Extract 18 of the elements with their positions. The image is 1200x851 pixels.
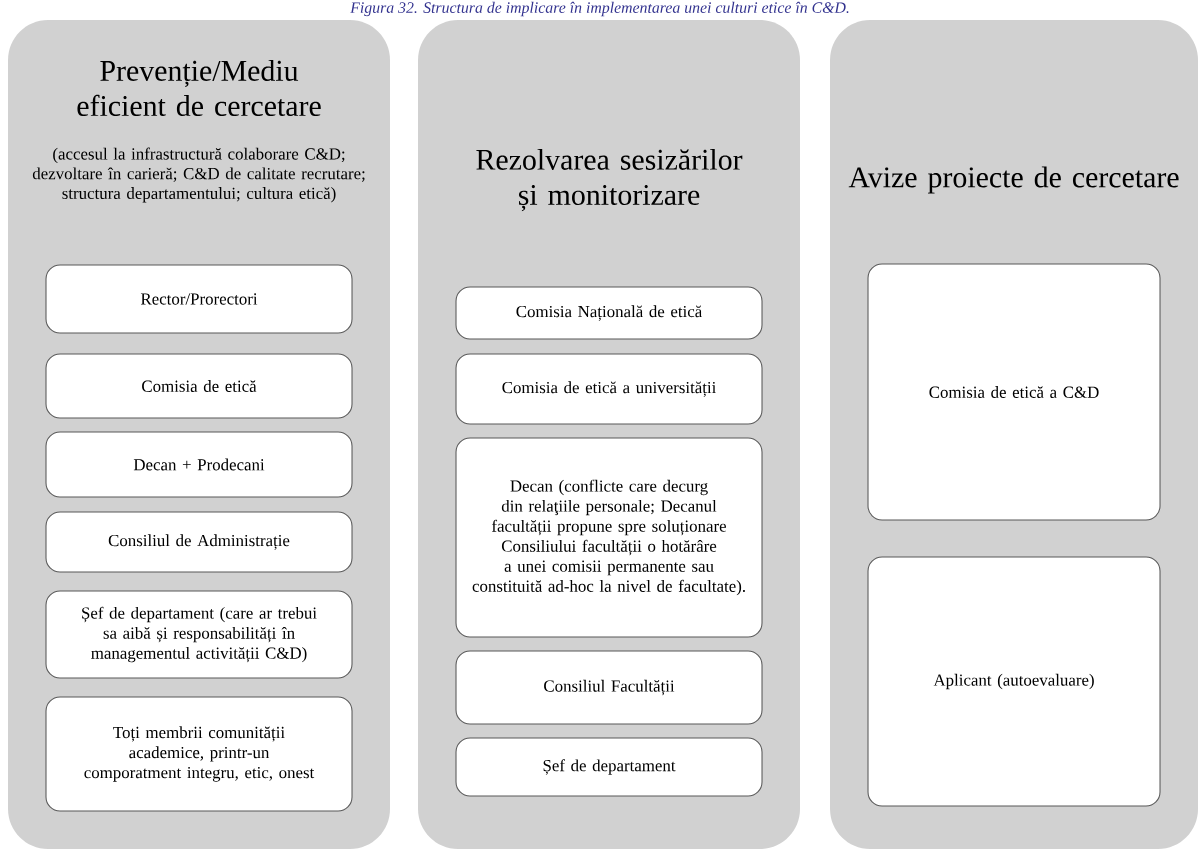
role-box: Comisia de etică	[45, 353, 353, 419]
role-box: Consiliul de Administrație	[45, 511, 353, 573]
column-heading: Prevenție/Mediu eficient de cercetare	[77, 59, 321, 117]
role-box: Comisia de etică a universității	[455, 353, 763, 425]
role-box: Rector/Prorectori	[45, 264, 353, 334]
role-box: Șef de departament (care ar trebui sa aibă și responsabilități în managementul activității C&D)	[45, 590, 353, 679]
role-box: Comisia de etică a C&D	[867, 263, 1161, 521]
role-box: Șef de departament	[455, 737, 763, 797]
role-box: Consiliul Facultății	[455, 650, 763, 725]
figure-caption: Figura 32. Structura de implicare în implementarea unei culturi etice în C&D.	[350, 1, 849, 17]
column-heading: Avize proiecte de cercetare	[848, 166, 1179, 194]
role-box: Aplicant (autoevaluare)	[867, 556, 1161, 807]
role-box: Toți membrii comunității academice, printr-un comporatment integru, etic, onest	[45, 696, 353, 812]
column-heading: Rezolvarea sesizărilor și monitorizare	[476, 148, 743, 212]
role-box: Decan (conflicte care decurg din relaţiile personale; Decanul facultății propune spre soluționare Consiliului facultății o hotărâre a unei comisii permanente sau constituită ad-hoc la nivel de facultate).	[455, 437, 763, 638]
role-box: Comisia Națională de etică	[455, 286, 763, 340]
column-description: (accesul la infrastructură colaborare C&D; dezvoltare în carieră; C&D de calitate recrutare; structura departamentului; cultura etică)	[32, 147, 365, 203]
role-box: Decan + Prodecani	[45, 431, 353, 498]
